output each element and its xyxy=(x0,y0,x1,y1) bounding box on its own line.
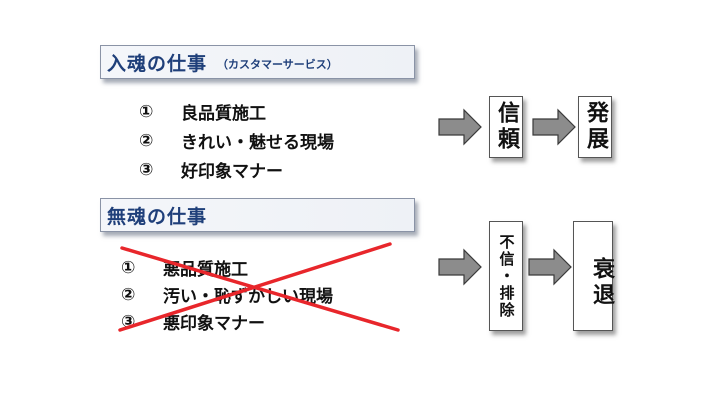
list-item: ② 汚い・恥ずかしい現場 xyxy=(121,281,333,308)
arrow-right-icon xyxy=(438,108,482,146)
decline-box: 衰退 xyxy=(573,221,614,331)
bad-section-title: 無魂の仕事 xyxy=(107,205,208,228)
good-section-subtitle: （カスタマーサービス） xyxy=(217,58,338,71)
list-item: ② きれい・魅せる現場 xyxy=(139,126,334,155)
trust-box: 信頼 xyxy=(489,96,523,158)
item-number: ③ xyxy=(121,311,136,332)
bad-items-list: ① 悪品質施工 ② 汚い・恥ずかしい現場 ③ 悪印象マナー xyxy=(121,254,333,335)
list-item: ③ 好印象マナー xyxy=(139,155,334,184)
item-text: 好印象マナー xyxy=(181,162,283,182)
good-section-title: 入魂の仕事 xyxy=(107,52,208,75)
list-item: ③ 悪印象マナー xyxy=(121,308,333,335)
list-item: ① 良品質施工 xyxy=(139,97,334,126)
item-text: きれい・魅せる現場 xyxy=(181,133,334,153)
list-item: ① 悪品質施工 xyxy=(121,254,333,281)
good-section-title-bar: 入魂の仕事 （カスタマーサービス） xyxy=(100,45,415,79)
item-text: 良品質施工 xyxy=(181,104,266,124)
item-number: ① xyxy=(121,257,136,278)
item-number: ③ xyxy=(139,159,154,180)
distrust-exclusion-box: 不信・排除 xyxy=(489,221,523,331)
arrow-right-icon xyxy=(528,248,572,286)
item-text: 悪品質施工 xyxy=(163,260,248,280)
item-text: 汚い・恥ずかしい現場 xyxy=(163,287,333,307)
item-number: ② xyxy=(121,284,136,305)
item-number: ② xyxy=(139,130,154,151)
development-box: 発展 xyxy=(578,96,612,158)
item-text: 悪印象マナー xyxy=(163,314,265,334)
arrow-right-icon xyxy=(438,248,482,286)
arrow-right-icon xyxy=(532,108,576,146)
good-items-list: ① 良品質施工 ② きれい・魅せる現場 ③ 好印象マナー xyxy=(139,97,334,184)
item-number: ① xyxy=(139,101,154,122)
bad-section-title-bar: 無魂の仕事 xyxy=(100,198,415,232)
